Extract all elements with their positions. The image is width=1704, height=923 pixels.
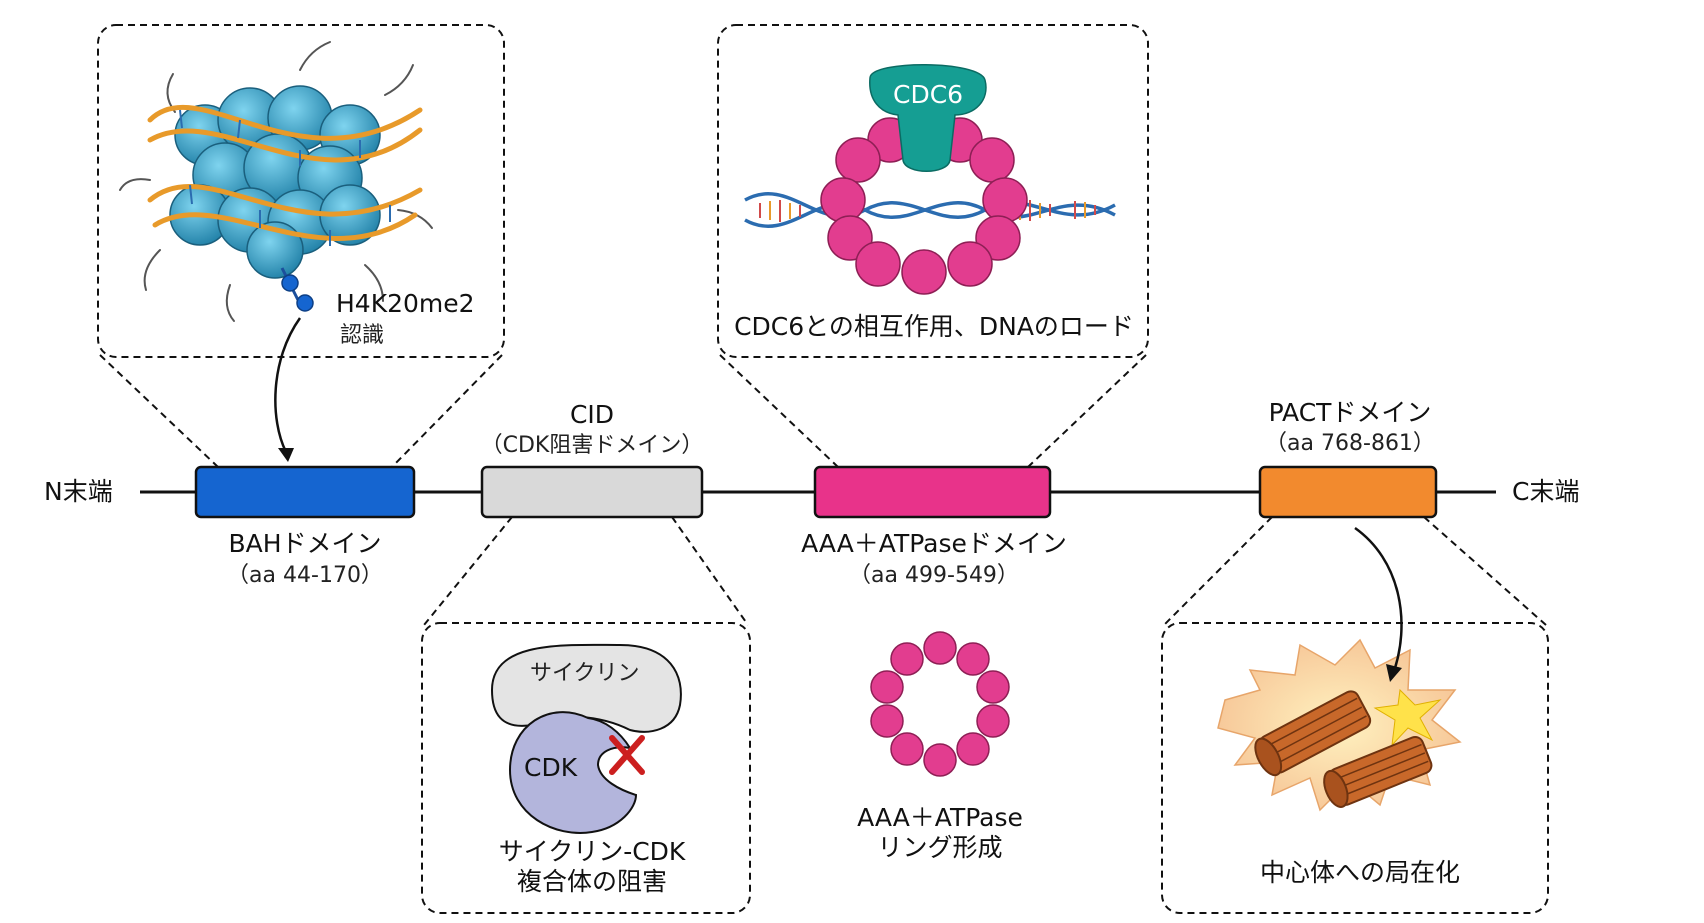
cdk-icon bbox=[508, 711, 638, 834]
cyclin-label: サイクリン bbox=[530, 661, 640, 686]
cdc6-label: CDC6 bbox=[893, 80, 964, 109]
callout-aaa-box bbox=[717, 24, 1149, 358]
inhibit-x-icon bbox=[609, 735, 645, 775]
cid-domain-full: （CDK阻害ドメイン） bbox=[480, 433, 704, 458]
nucleosome-icon bbox=[119, 41, 433, 322]
pact-domain-range: （aa 768-861） bbox=[1265, 431, 1435, 456]
n-terminus-label: N末端 bbox=[44, 477, 113, 506]
callout-bah-box bbox=[97, 24, 505, 358]
pact-domain-box bbox=[1258, 465, 1438, 519]
bah-domain-name: BAHドメイン bbox=[228, 529, 382, 558]
centriole-icon bbox=[1217, 638, 1462, 812]
centrosome-caption: 中心体への局在化 bbox=[1259, 858, 1461, 887]
pact-domain-name: PACTドメイン bbox=[1268, 398, 1432, 427]
orc-ring-icon bbox=[820, 117, 1028, 295]
h4k20me2-label: H4K20me2 bbox=[336, 289, 475, 318]
bah-domain-box bbox=[194, 465, 416, 519]
aaa-domain-range: （aa 499-549） bbox=[849, 563, 1019, 588]
cid-domain-box bbox=[480, 465, 704, 519]
cid-domain-name: CID bbox=[569, 400, 615, 429]
ring-caption: AAA＋ATPase リング形成 bbox=[857, 803, 1023, 862]
bah-domain-range: （aa 44-170） bbox=[227, 563, 383, 588]
arrow-to-bah bbox=[274, 317, 302, 453]
aaa-domain-box bbox=[813, 465, 1052, 519]
cdc6-caption: CDC6との相互作用、DNAのロード bbox=[734, 312, 1134, 341]
aaa-domain-name: AAA＋ATPaseドメイン bbox=[801, 529, 1067, 558]
c-terminus-label: C末端 bbox=[1512, 477, 1580, 506]
callout-cid-box bbox=[421, 622, 751, 914]
callout-pact-box bbox=[1161, 622, 1549, 914]
arrow-to-centrosome bbox=[1354, 526, 1403, 669]
recognition-label: 認識 bbox=[340, 323, 385, 348]
cdc6-icon bbox=[869, 64, 987, 172]
aaa-ring-icon bbox=[870, 631, 1010, 777]
cdk-label: CDK bbox=[524, 753, 578, 782]
cyclin-cdk-caption: サイクリン-CDK 複合体の阻害 bbox=[498, 837, 686, 896]
dna-helix-icon bbox=[744, 192, 1116, 228]
